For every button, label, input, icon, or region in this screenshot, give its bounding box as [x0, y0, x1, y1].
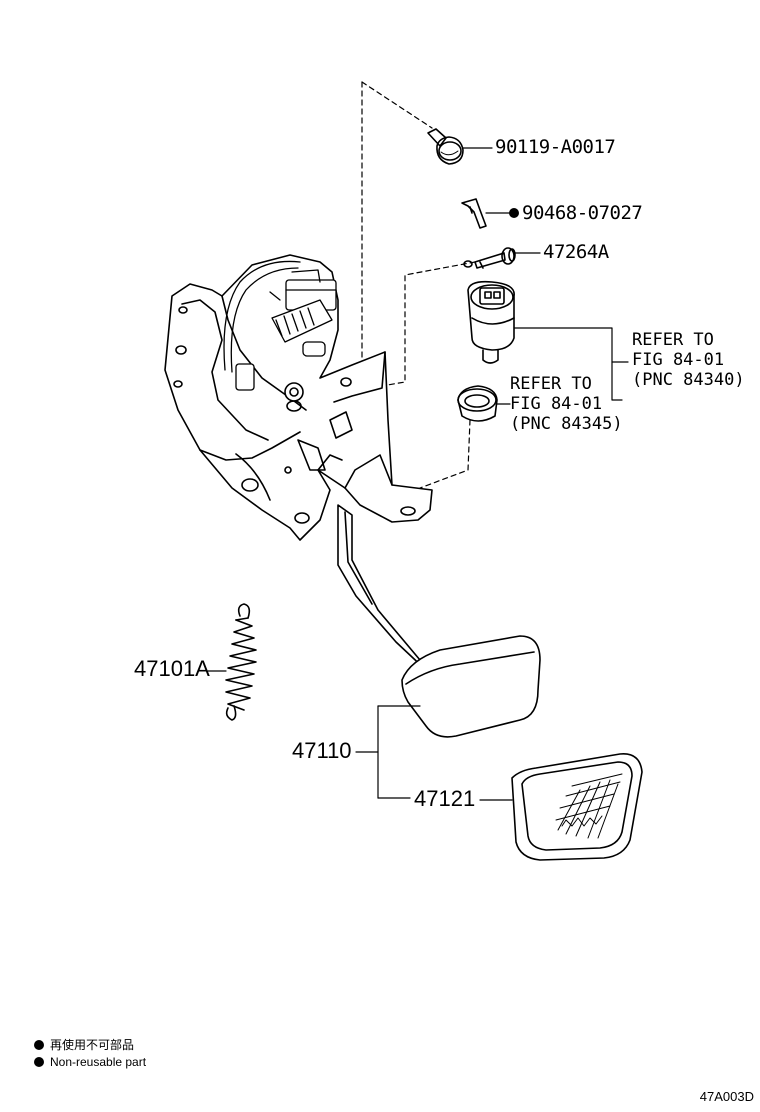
- part-label-pin: 47264A: [543, 241, 609, 263]
- refer-note-cushion-line3: (PNC 84345): [510, 414, 623, 434]
- pivot-bushing: [284, 382, 304, 412]
- cushion-part: [457, 385, 498, 422]
- return-spring: [225, 603, 257, 721]
- harness-and-sensor: [223, 260, 337, 391]
- figure-id: 47A003D: [699, 1089, 754, 1104]
- refer-note-cushion-line2: FIG 84-01: [510, 394, 603, 414]
- pedal-arm: [337, 504, 441, 673]
- part-label-bolt: 90119-A0017: [495, 136, 616, 158]
- stop-lamp-switch-part: [467, 280, 515, 364]
- part-label-spring: 47101A: [134, 656, 210, 681]
- non-reusable-marker: [509, 208, 519, 218]
- pin-part: [463, 247, 516, 269]
- legend-english-text: Non-reusable part: [50, 1055, 147, 1069]
- clip-part: [461, 198, 487, 229]
- refer-note-switch: REFER TO FIG 84-01 (PNC 84340): [632, 330, 745, 390]
- refer-note-cushion: REFER TO FIG 84-01 (PNC 84345): [510, 374, 623, 434]
- legend-japanese-text: 再使用不可部品: [50, 1038, 135, 1052]
- refer-note-switch-line3: (PNC 84340): [632, 370, 745, 390]
- pedal-pad: [511, 753, 643, 861]
- pedal-plate: [401, 635, 541, 738]
- pad-tread-pattern: [555, 773, 623, 839]
- bolt-part: [427, 128, 464, 165]
- refer-note-switch-line2: FIG 84-01: [632, 350, 725, 370]
- legend-japanese: 再使用不可部品: [34, 1038, 134, 1052]
- leader-lines: [207, 147, 629, 801]
- part-label-pedal: 47110: [292, 738, 352, 763]
- legend-english: Non-reusable part: [34, 1055, 146, 1069]
- refer-note-cushion-line1: REFER TO: [510, 374, 592, 394]
- part-label-pad: 47121: [414, 786, 476, 811]
- assembly-dashed-lines: [361, 81, 476, 489]
- refer-note-switch-line1: REFER TO: [632, 330, 714, 350]
- legend-dot-icon: [34, 1040, 44, 1050]
- part-label-clip: 90468-07027: [522, 202, 643, 224]
- legend-dot-icon: [34, 1057, 44, 1067]
